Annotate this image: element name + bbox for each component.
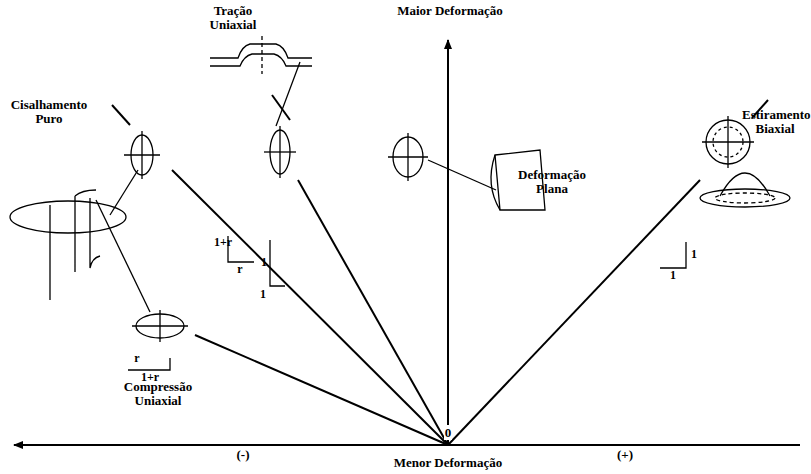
strain-path-label-holder: Tração Uniaxial [200, 4, 266, 31]
slope-number-holder: 1 [687, 248, 701, 261]
sign-label-holder: (-) [230, 448, 256, 462]
slope-number: 1+r [141, 370, 159, 384]
slope-number: 1 [691, 247, 697, 261]
sign-label: (+) [617, 447, 633, 462]
axis-title-holder: Menor Deformação [378, 456, 518, 470]
strain-path-label: Deformação Plana [518, 167, 586, 196]
axis-title: Menor Deformação [394, 455, 502, 470]
strain-path-label-holder: Estiramento Biaxial [742, 108, 808, 135]
axis-title: Maior Deformação [397, 3, 503, 18]
slope-number-holder: 1+r [134, 371, 166, 384]
slope-number-holder: 1+r [214, 236, 228, 249]
slope-number: 1+r [214, 235, 232, 249]
origin-label-holder: 0 [438, 426, 458, 440]
slope-number: 1 [261, 255, 267, 269]
slope-number: 1 [670, 268, 676, 282]
strain-path-label-holder: Deformação Plana [512, 168, 592, 195]
axis-title-holder: Maior Deformação [395, 4, 505, 18]
slope-number: 1 [260, 287, 266, 301]
slope-number-holder: 1 [257, 256, 271, 269]
slope-number-holder: r [130, 352, 144, 365]
slope-number-holder: r [233, 263, 247, 276]
sign-label-holder: (+) [612, 448, 638, 462]
origin-label: 0 [444, 425, 453, 440]
sign-label: (-) [237, 447, 250, 462]
slope-number-holder: 1 [256, 288, 270, 301]
slope-number: r [134, 351, 139, 365]
strain-path-label: Estiramento Biaxial [742, 107, 811, 136]
slope-number-holder: 1 [666, 269, 680, 282]
strain-path-label: Cisalhamento Puro [11, 97, 88, 126]
strain-path-label-holder: Compressão Uniaxial [112, 380, 204, 407]
strain-path-label-holder: Cisalhamento Puro [4, 98, 94, 125]
strain-path-label: Tração Uniaxial [210, 3, 257, 32]
slope-number: r [237, 262, 242, 276]
